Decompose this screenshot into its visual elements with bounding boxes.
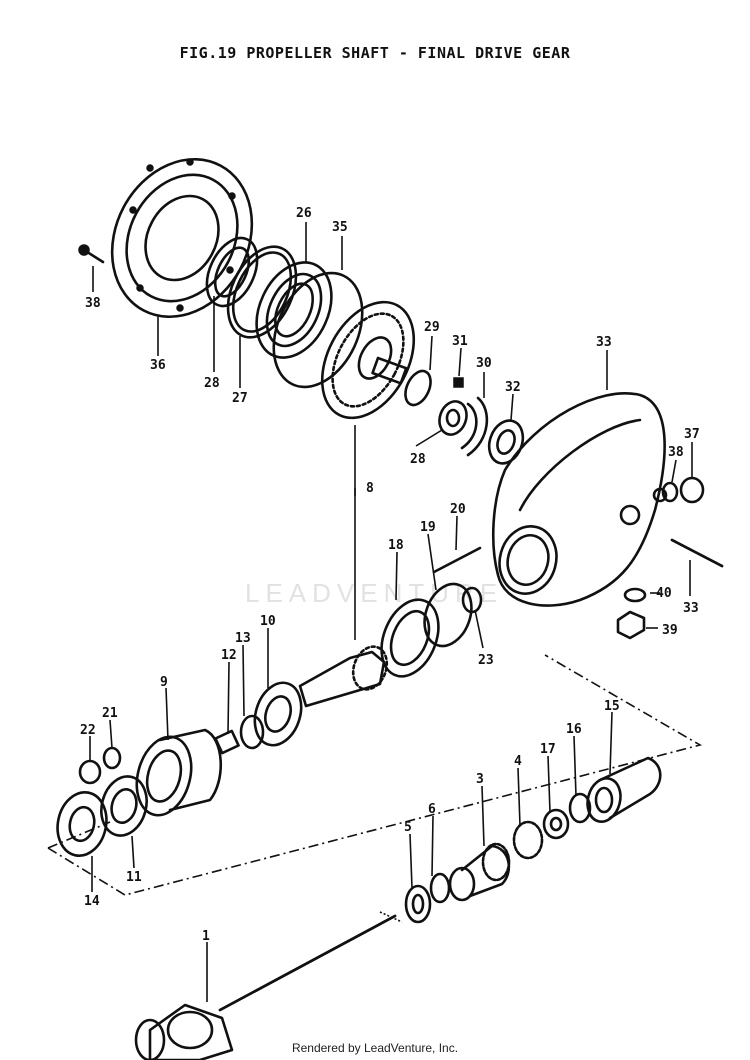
damper-cam-3 (448, 842, 511, 902)
final-gear-case-32 (491, 392, 668, 607)
callout-9: 9 (160, 675, 168, 690)
spring-4 (512, 820, 544, 860)
footer-credit: Rendered by LeadVenture, Inc. (291, 1041, 459, 1055)
callout-6: 6 (428, 802, 436, 817)
callout-17: 17 (540, 742, 556, 757)
shim-23-upper (461, 586, 483, 614)
callout-20: 20 (450, 502, 466, 517)
callout-39-nut: 39 (662, 623, 678, 638)
bearing-24 (255, 261, 333, 359)
bolt-33 (670, 538, 724, 568)
washer-38 (661, 481, 679, 503)
drive-pinion-gear (298, 645, 389, 708)
callout-40: 40 (656, 586, 672, 601)
pin-20 (432, 546, 482, 574)
callout-26: 28 (204, 376, 220, 391)
callout-36: 38 (85, 296, 101, 311)
coupling-14 (56, 791, 108, 857)
callout-13: 13 (235, 631, 251, 646)
callout-32: 33 (596, 335, 612, 350)
ring-6 (429, 872, 451, 904)
pin-30 (453, 377, 464, 388)
callout-21: 21 (102, 706, 118, 721)
callout-29: 30 (476, 356, 492, 371)
callout-37: 37 (684, 427, 700, 442)
callout-35: 35 (332, 220, 348, 235)
bearing-31 (487, 419, 525, 465)
bolt-36 (78, 244, 105, 264)
plug-37 (679, 476, 705, 504)
bearing-11 (100, 775, 148, 837)
ring-13 (239, 714, 265, 750)
callout-27: 28 (410, 452, 426, 467)
callout-31: 32 (505, 380, 521, 395)
circlip-29 (460, 396, 489, 457)
callout-18: 18 (388, 538, 404, 553)
callout-4: 4 (514, 754, 522, 769)
callout-24: 26 (296, 206, 312, 221)
bearing-housing-9 (135, 728, 222, 817)
callout-15: 15 (604, 699, 620, 714)
callout-8: 8 (366, 481, 374, 496)
ring-gear-8 (320, 300, 416, 640)
callout-38: 38 (668, 445, 684, 460)
seal-5 (404, 884, 432, 924)
callout-1: 1 (202, 929, 210, 944)
ring-16 (568, 792, 592, 824)
part-callouts: 38 36 28 27 26 35 29 31 30 28 32 33 37 3… (80, 206, 700, 944)
nut-22 (78, 759, 102, 785)
bearing-10 (253, 681, 303, 747)
washer-40 (623, 587, 647, 603)
callout-28: 29 (424, 320, 440, 335)
callout-10: 10 (260, 614, 276, 629)
propeller-shaft-group-box (47, 654, 703, 896)
callout-22: 22 (80, 723, 96, 738)
callout-11: 11 (126, 870, 142, 885)
callout-14: 14 (84, 894, 100, 909)
o-ring-19-upper (423, 582, 473, 648)
callout-23-upper: 23 (478, 653, 494, 668)
callout-19-upper: 19 (420, 520, 436, 535)
retainer-plate-34 (110, 157, 254, 319)
figure-title: FIG.19 PROPELLER SHAFT - FINAL DRIVE GEA… (179, 44, 571, 62)
callout-25: 27 (232, 391, 248, 406)
o-ring-25 (226, 245, 298, 339)
washer-21 (102, 746, 122, 770)
ring-35 (272, 271, 364, 389)
propeller-shaft-1 (134, 911, 403, 1060)
callout-5: 5 (404, 820, 412, 835)
bearing-retainer-18 (380, 598, 440, 678)
bearing-27 (438, 400, 468, 436)
leader-lines (89, 222, 693, 1002)
callout-16: 16 (566, 722, 582, 737)
callout-12: 12 (221, 648, 237, 663)
shim-28 (404, 369, 432, 407)
callout-30: 31 (452, 334, 468, 349)
callout-3: 3 (476, 772, 484, 787)
oil-seal-26 (205, 236, 259, 308)
universal-joint-15 (586, 756, 662, 823)
bearing-17 (542, 808, 570, 840)
callout-33: 33 (683, 601, 699, 616)
nut-39 (616, 610, 646, 640)
callout-34: 36 (150, 358, 166, 373)
